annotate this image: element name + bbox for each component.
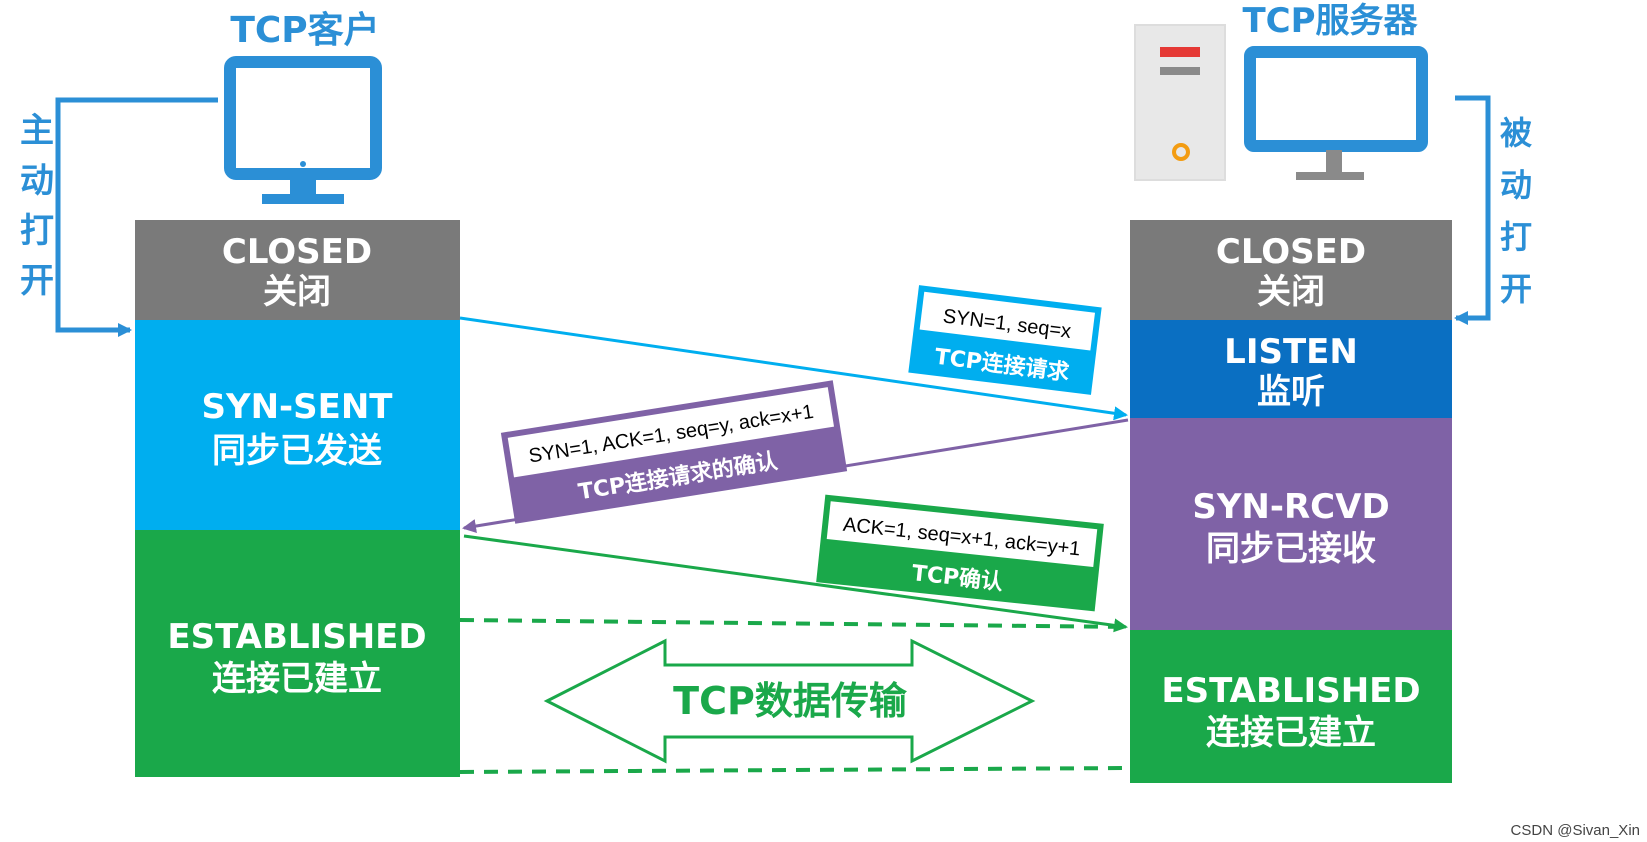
server-open-bracket — [1454, 95, 1491, 325]
syn-arrow — [459, 316, 1128, 421]
svg-text:关闭: 关闭 — [1257, 272, 1325, 312]
svg-text:ESTABLISHED: ESTABLISHED — [167, 617, 426, 657]
svg-text:LISTEN: LISTEN — [1224, 332, 1358, 372]
client-state-syn-sent: SYN-SENT 同步已发送 — [135, 320, 460, 530]
svg-text:被: 被 — [1500, 114, 1532, 152]
server-monitor-icon — [1244, 46, 1428, 180]
syn-label: SYN=1, seq=x TCP连接请求 — [908, 285, 1102, 395]
svg-text:同步已发送: 同步已发送 — [212, 431, 382, 471]
established-dashed-line-bottom — [459, 766, 1131, 774]
svg-text:打: 打 — [20, 211, 54, 251]
server-state-established: ESTABLISHED 连接已建立 — [1130, 630, 1452, 783]
svg-text:CLOSED: CLOSED — [222, 232, 372, 272]
svg-text:同步已接收: 同步已接收 — [1206, 529, 1376, 569]
client-state-closed: CLOSED 关闭 — [135, 220, 460, 320]
csdn-watermark: CSDN @Sivan_Xin — [1511, 822, 1640, 839]
svg-text:CLOSED: CLOSED — [1216, 232, 1366, 272]
client-title: TCP客户 — [230, 10, 379, 51]
svg-text:监听: 监听 — [1257, 372, 1325, 412]
client-monitor-icon — [224, 56, 382, 204]
server-state-closed: CLOSED 关闭 — [1130, 220, 1452, 320]
client-state-established: ESTABLISHED 连接已建立 — [135, 530, 460, 777]
data-transfer-double-arrow — [543, 638, 1036, 764]
client-open-bracket — [55, 97, 218, 337]
svg-text:开: 开 — [1500, 270, 1532, 308]
svg-text:打: 打 — [1500, 218, 1532, 256]
svg-text:开: 开 — [20, 261, 54, 301]
ack-arrow — [463, 534, 1128, 633]
svg-text:关闭: 关闭 — [263, 272, 331, 312]
ack-label: ACK=1, seq=x+1, ack=y+1 TCP确认 — [816, 494, 1104, 612]
client-side-label: 主 动 打 开 — [20, 111, 54, 301]
svg-text:连接已建立: 连接已建立 — [212, 659, 382, 699]
server-state-syn-rcvd: SYN-RCVD 同步已接收 — [1130, 418, 1452, 630]
svg-text:SYN-RCVD: SYN-RCVD — [1192, 487, 1389, 527]
data-transfer-label: TCP数据传输 — [673, 679, 908, 723]
svg-text:主: 主 — [20, 111, 54, 151]
svg-text:动: 动 — [1500, 166, 1532, 204]
svg-text:SYN-SENT: SYN-SENT — [201, 387, 393, 427]
established-dashed-line-top — [459, 618, 1131, 629]
server-side-label: 被 动 打 开 — [1500, 114, 1532, 308]
svg-text:动: 动 — [20, 161, 54, 201]
syn-ack-label: SYN=1, ACK=1, seq=y, ack=x+1 TCP连接请求的确认 — [500, 380, 848, 524]
server-state-listen: LISTEN 监听 — [1130, 320, 1452, 418]
svg-text:连接已建立: 连接已建立 — [1206, 713, 1376, 753]
server-title: TCP服务器 — [1242, 1, 1418, 41]
svg-text:ESTABLISHED: ESTABLISHED — [1161, 671, 1420, 711]
server-tower-icon — [1134, 24, 1226, 181]
